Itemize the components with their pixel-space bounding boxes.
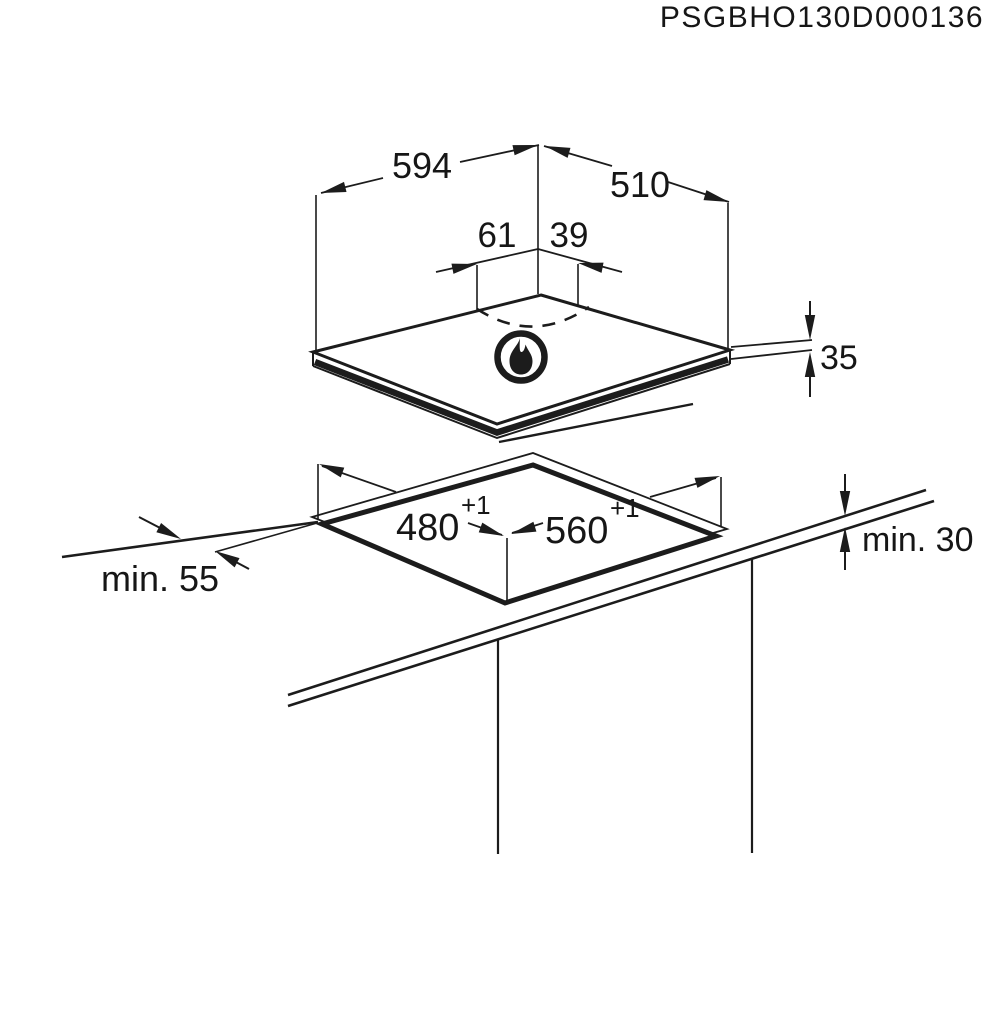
product-code: PSGBHO130D000136 <box>660 1 984 34</box>
cabinet-lines <box>496 558 754 854</box>
gas-offset-left-label: 61 <box>478 216 517 255</box>
cutout-depth-tolerance: +1 <box>461 490 491 520</box>
arrowhead-icon <box>511 521 537 534</box>
cutout-outline <box>309 452 730 606</box>
arrowhead-icon <box>804 315 816 340</box>
gas-offset-right-label: 39 <box>550 216 589 255</box>
hob-body-band <box>313 356 729 436</box>
gas-flame-icon <box>494 330 548 384</box>
arrowhead-icon <box>215 551 240 568</box>
cutout-depth-label: 480 <box>396 507 459 549</box>
arrowhead-icon <box>839 527 851 552</box>
dimension-arrowheads <box>156 145 851 568</box>
arrowhead-icon <box>512 145 538 156</box>
labels: PSGBHO130D000136 594 510 61 39 35 480 +1… <box>101 1 984 599</box>
arrowhead-icon <box>703 190 729 202</box>
arrowhead-icon <box>804 352 816 377</box>
min-front-clearance-label: min. 55 <box>101 558 219 599</box>
worktop-edge-lines <box>61 488 935 708</box>
min-worktop-thickness-label: min. 30 <box>862 521 974 559</box>
cutout-width-label: 560 <box>545 510 608 552</box>
arrowhead-icon <box>578 262 604 273</box>
arrowhead-icon <box>694 476 720 488</box>
hob-shadow-line <box>498 402 694 444</box>
hob-drawing <box>308 293 736 444</box>
arrowhead-icon <box>321 181 347 193</box>
arrowhead-icon <box>319 464 345 478</box>
hob-width-label: 594 <box>392 145 452 186</box>
arrowhead-icon <box>839 491 851 516</box>
arrowhead-icon <box>156 523 181 539</box>
hob-height-label: 35 <box>820 339 858 377</box>
hob-depth-label: 510 <box>610 164 670 205</box>
arrowhead-icon <box>451 263 477 274</box>
cutout-width-tolerance: +1 <box>610 493 640 523</box>
arrowhead-icon <box>545 146 571 158</box>
arrowhead-icon <box>478 522 504 536</box>
